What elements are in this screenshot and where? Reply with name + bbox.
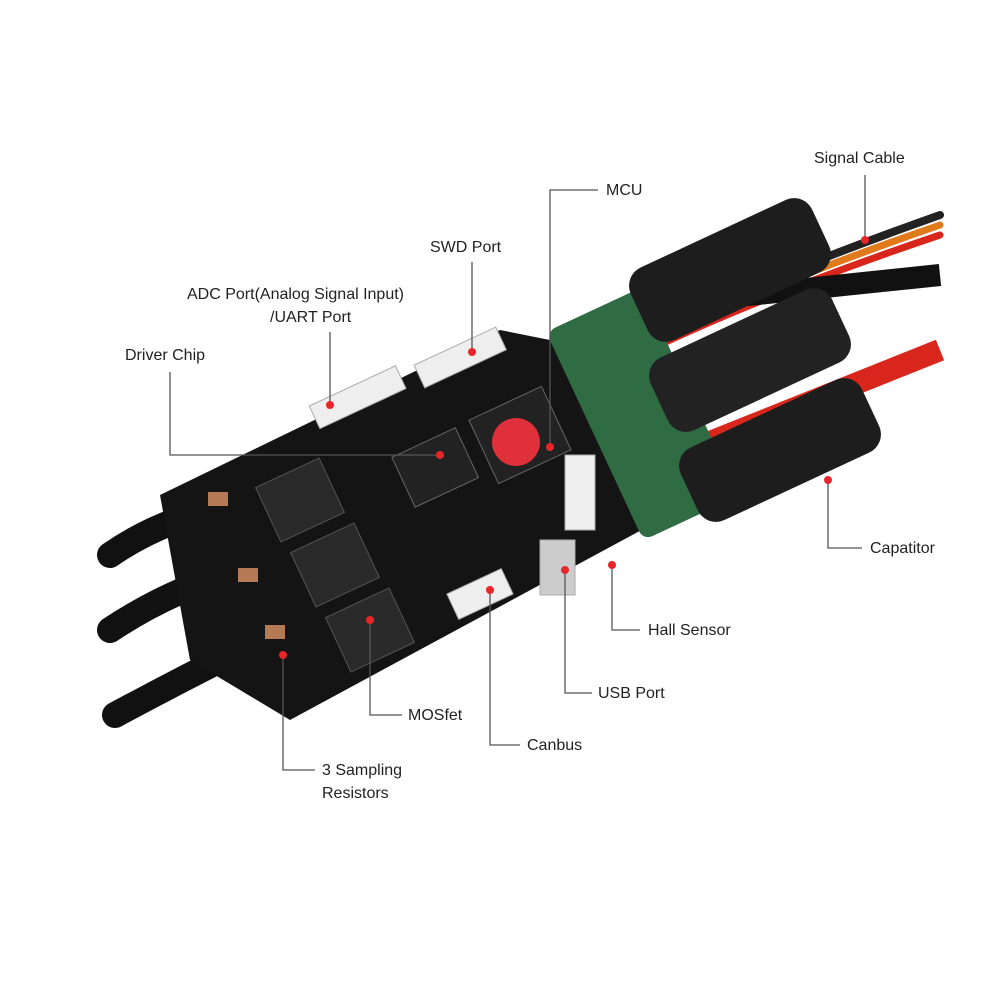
label-canbus: Canbus	[527, 737, 583, 754]
label-hall-sensor: Hall Sensor	[648, 622, 731, 639]
label-mcu: MCU	[606, 182, 643, 199]
label-mosfet: MOSfet	[408, 707, 463, 724]
leader-lines	[169, 175, 866, 771]
marker-dots	[279, 236, 869, 659]
label-driver-chip: Driver Chip	[125, 347, 206, 364]
label-resistors: Resistors	[322, 785, 389, 802]
label-signal-cable: Signal Cable	[814, 150, 905, 167]
label-capacitor: Capatitor	[870, 540, 935, 557]
mcu-sticker	[492, 418, 540, 466]
label-sampling: 3 Sampling	[322, 762, 403, 779]
label-swd-port: SWD Port	[430, 239, 502, 256]
label-usb-port: USB Port	[598, 685, 665, 702]
label-adc-port: ADC Port(Analog Signal Input)	[187, 286, 404, 303]
connectors	[308, 326, 596, 621]
mosfets	[254, 457, 416, 673]
label-uart-port: /UART Port	[270, 309, 352, 326]
driver-chip	[391, 427, 480, 508]
sampling-resistors	[208, 492, 285, 639]
capacitors	[549, 198, 881, 538]
